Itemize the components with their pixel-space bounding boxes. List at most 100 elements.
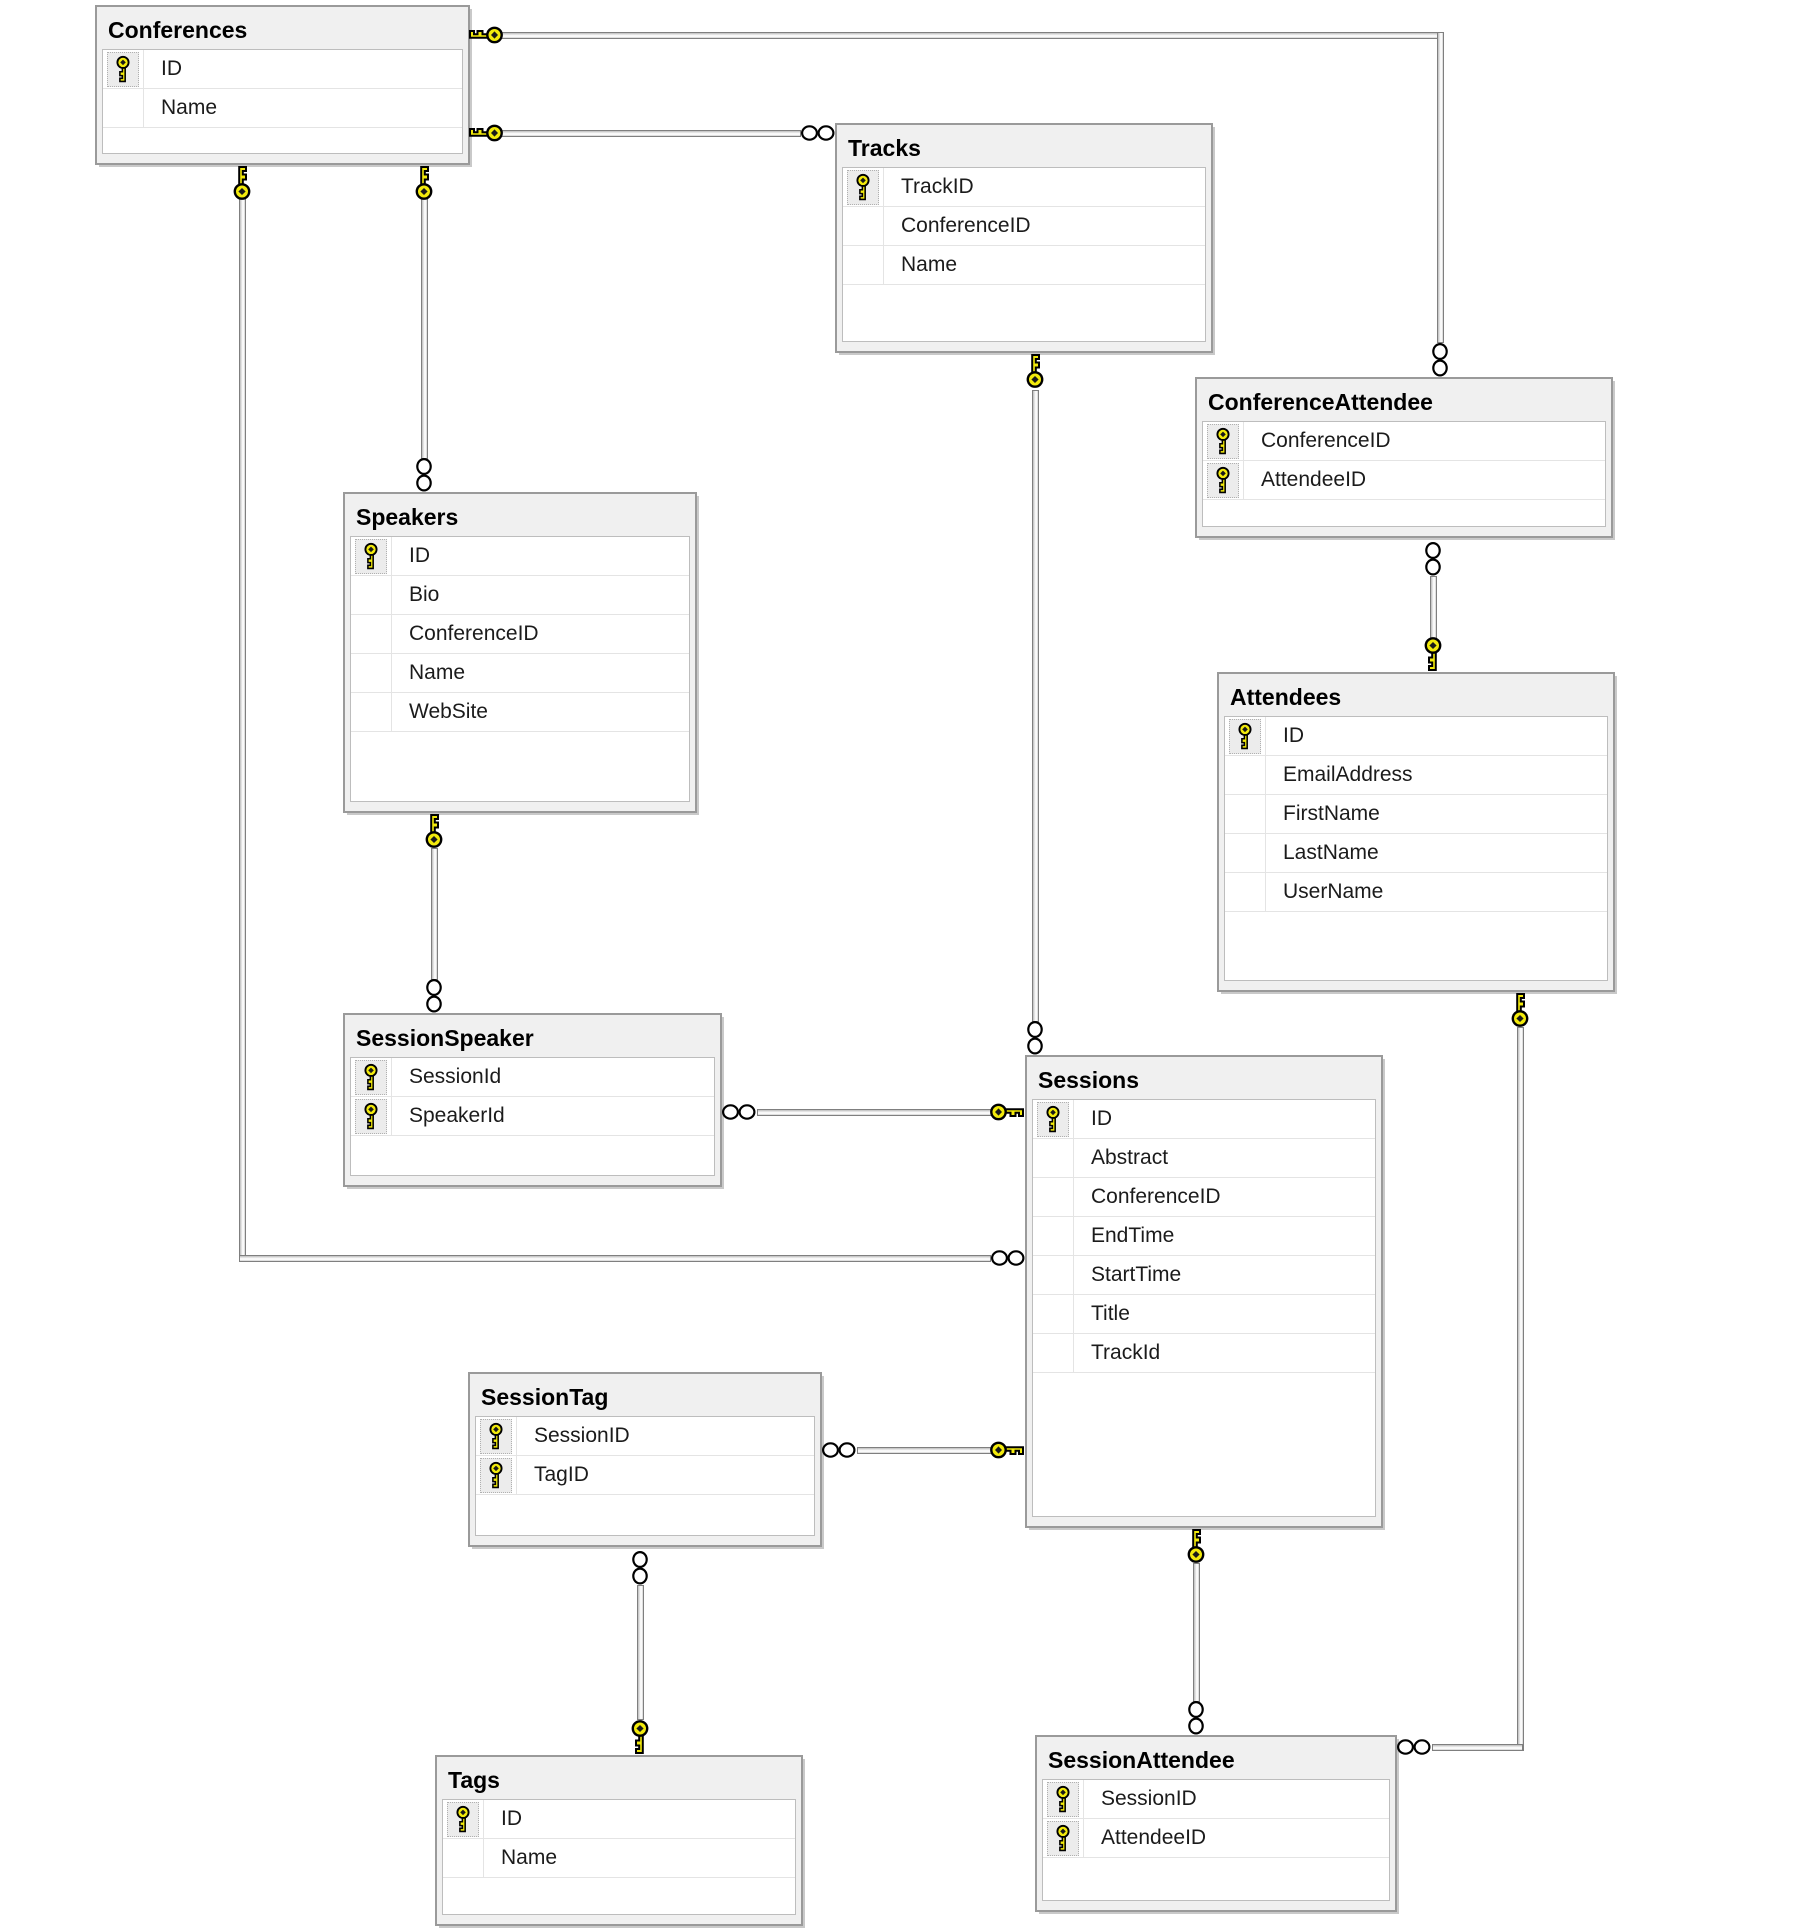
column-row[interactable]: EndTime xyxy=(1033,1217,1375,1256)
column-row[interactable]: ID xyxy=(103,50,462,89)
relationship-wire-conferences-sessions[interactable] xyxy=(239,198,246,1261)
table-title[interactable]: Conferences xyxy=(108,17,248,43)
column-icon-cell xyxy=(1203,461,1244,499)
column-row[interactable]: SessionId xyxy=(351,1058,714,1097)
primary-key-icon xyxy=(355,1098,387,1134)
relationship-wire-attendees-sessionattendee[interactable] xyxy=(1517,1027,1524,1751)
column-row[interactable]: StartTime xyxy=(1033,1256,1375,1295)
relationship-wire-sessions-sessionspeaker[interactable] xyxy=(757,1109,993,1116)
column-row[interactable]: Name xyxy=(351,654,689,693)
table-title[interactable]: ConferenceAttendee xyxy=(1208,389,1433,415)
column-label: Name xyxy=(901,253,958,276)
column-icon-cell xyxy=(1225,756,1266,794)
column-row[interactable]: Abstract xyxy=(1033,1139,1375,1178)
relationship-wire-conferences-sessions[interactable] xyxy=(239,1255,991,1262)
column-label: SpeakerId xyxy=(409,1104,505,1127)
column-row[interactable]: EmailAddress xyxy=(1225,756,1607,795)
primary-key-icon xyxy=(355,538,387,574)
column-row[interactable]: SpeakerId xyxy=(351,1097,714,1136)
column-row[interactable]: UserName xyxy=(1225,873,1607,912)
column-icon-cell xyxy=(843,246,884,284)
one-end-key-icon xyxy=(630,1719,650,1755)
column-row[interactable]: AttendeeID xyxy=(1043,1819,1389,1858)
column-row[interactable]: LastName xyxy=(1225,834,1607,873)
column-row[interactable]: ConferenceID xyxy=(1033,1178,1375,1217)
column-row[interactable]: TrackID xyxy=(843,168,1205,207)
many-end-infinity-icon xyxy=(415,457,433,493)
column-icon-cell xyxy=(843,168,884,206)
column-row[interactable]: ConferenceID xyxy=(351,615,689,654)
column-row[interactable]: ConferenceID xyxy=(843,207,1205,246)
primary-key-icon xyxy=(107,51,139,87)
table-title[interactable]: SessionAttendee xyxy=(1048,1747,1235,1773)
column-label: ConferenceID xyxy=(1261,429,1391,452)
column-row[interactable]: TagID xyxy=(476,1456,814,1495)
column-row[interactable]: TrackId xyxy=(1033,1334,1375,1373)
relationship-wire-conferences-conferenceattendee[interactable] xyxy=(498,32,1443,39)
column-label: TrackId xyxy=(1091,1341,1161,1364)
column-row[interactable]: SessionID xyxy=(476,1417,814,1456)
column-label: WebSite xyxy=(409,700,488,723)
relationship-wire-attendees-sessionattendee[interactable] xyxy=(1432,1744,1523,1751)
relationship-wire-conferences-speakers[interactable] xyxy=(421,198,428,459)
column-icon-cell xyxy=(1043,1780,1084,1818)
relationship-wire-tags-sessiontag[interactable] xyxy=(637,1585,644,1720)
one-end-key-icon xyxy=(1025,353,1045,389)
one-end-key-icon xyxy=(989,1102,1025,1122)
column-row[interactable]: Name xyxy=(103,89,462,128)
relationship-wire-attendees-conferenceattendee[interactable] xyxy=(1430,576,1437,640)
relationship-wire-conferences-conferenceattendee[interactable] xyxy=(1437,32,1444,343)
one-end-key-icon xyxy=(1186,1528,1206,1564)
column-label: TagID xyxy=(534,1463,589,1486)
column-icon-cell xyxy=(351,654,392,692)
table-title[interactable]: Sessions xyxy=(1038,1067,1139,1093)
relationship-wire-speakers-sessionspeaker[interactable] xyxy=(431,848,438,980)
column-icon-cell xyxy=(476,1417,517,1455)
table-title[interactable]: SessionTag xyxy=(481,1384,609,1410)
column-row[interactable]: WebSite xyxy=(351,693,689,732)
column-row[interactable]: ID xyxy=(351,537,689,576)
table-title[interactable]: SessionSpeaker xyxy=(356,1025,534,1051)
one-end-key-icon xyxy=(1510,992,1530,1028)
column-row[interactable]: SessionID xyxy=(1043,1780,1389,1819)
column-row[interactable]: Name xyxy=(843,246,1205,285)
column-row[interactable]: ConferenceID xyxy=(1203,422,1605,461)
column-row[interactable]: ID xyxy=(1033,1100,1375,1139)
column-row[interactable]: Title xyxy=(1033,1295,1375,1334)
column-row[interactable]: AttendeeID xyxy=(1203,461,1605,500)
column-row[interactable]: ID xyxy=(443,1800,795,1839)
column-row[interactable]: Bio xyxy=(351,576,689,615)
table-title[interactable]: Tags xyxy=(448,1767,500,1793)
relationship-wire-tracks-sessions[interactable] xyxy=(1032,390,1039,1022)
column-label: ID xyxy=(1091,1107,1112,1130)
column-icon-cell xyxy=(443,1800,484,1838)
primary-key-icon xyxy=(480,1418,512,1454)
column-row[interactable]: ID xyxy=(1225,717,1607,756)
many-end-infinity-icon xyxy=(1431,342,1449,378)
column-label: SessionID xyxy=(534,1424,630,1447)
column-row[interactable]: Name xyxy=(443,1839,795,1878)
column-label: StartTime xyxy=(1091,1263,1182,1286)
one-end-key-icon xyxy=(989,1440,1025,1460)
column-label: ConferenceID xyxy=(901,214,1031,237)
column-icon-cell xyxy=(351,615,392,653)
column-icon-cell xyxy=(443,1839,484,1877)
relationship-wire-sessions-sessionattendee[interactable] xyxy=(1193,1563,1200,1702)
relationship-wire-conferences-tracks[interactable] xyxy=(498,130,801,137)
column-row[interactable]: FirstName xyxy=(1225,795,1607,834)
table-title[interactable]: Tracks xyxy=(848,135,921,161)
table-title[interactable]: Attendees xyxy=(1230,684,1342,710)
relationship-wire-sessions-sessiontag[interactable] xyxy=(857,1447,993,1454)
table-title[interactable]: Speakers xyxy=(356,504,459,530)
table-columns-grid: TrackID ConferenceID Name xyxy=(842,167,1206,342)
